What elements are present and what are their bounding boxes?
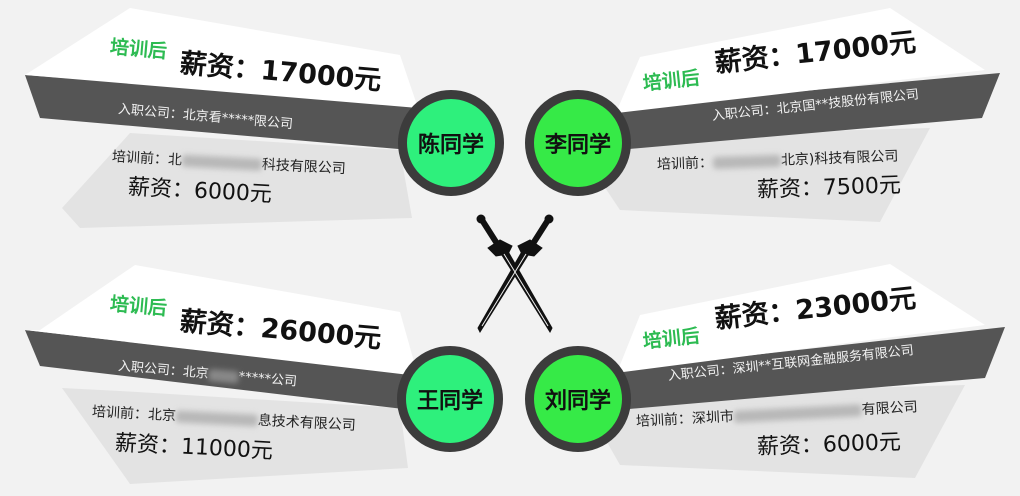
before-salary: 薪资：7500元 (756, 172, 902, 203)
crossed-swords-icon (476, 214, 554, 334)
card-shapes-wang (25, 265, 418, 484)
student-badge-liu: 刘同学 (525, 346, 631, 452)
card-shapes-li (600, 8, 1000, 222)
redacted-blur (712, 154, 782, 170)
student-badge-wang: 王同学 (397, 346, 503, 452)
redacted-blur (208, 368, 240, 384)
student-badge-li: 李同学 (525, 90, 631, 196)
after-label: 培训后 (109, 36, 168, 63)
card-shapes-liu (600, 264, 1005, 478)
student-badge-chen: 陈同学 (398, 90, 504, 196)
before-salary: 薪资：6000元 (756, 429, 902, 460)
after-label: 培训后 (109, 293, 168, 320)
card-shapes-chen (25, 8, 418, 228)
